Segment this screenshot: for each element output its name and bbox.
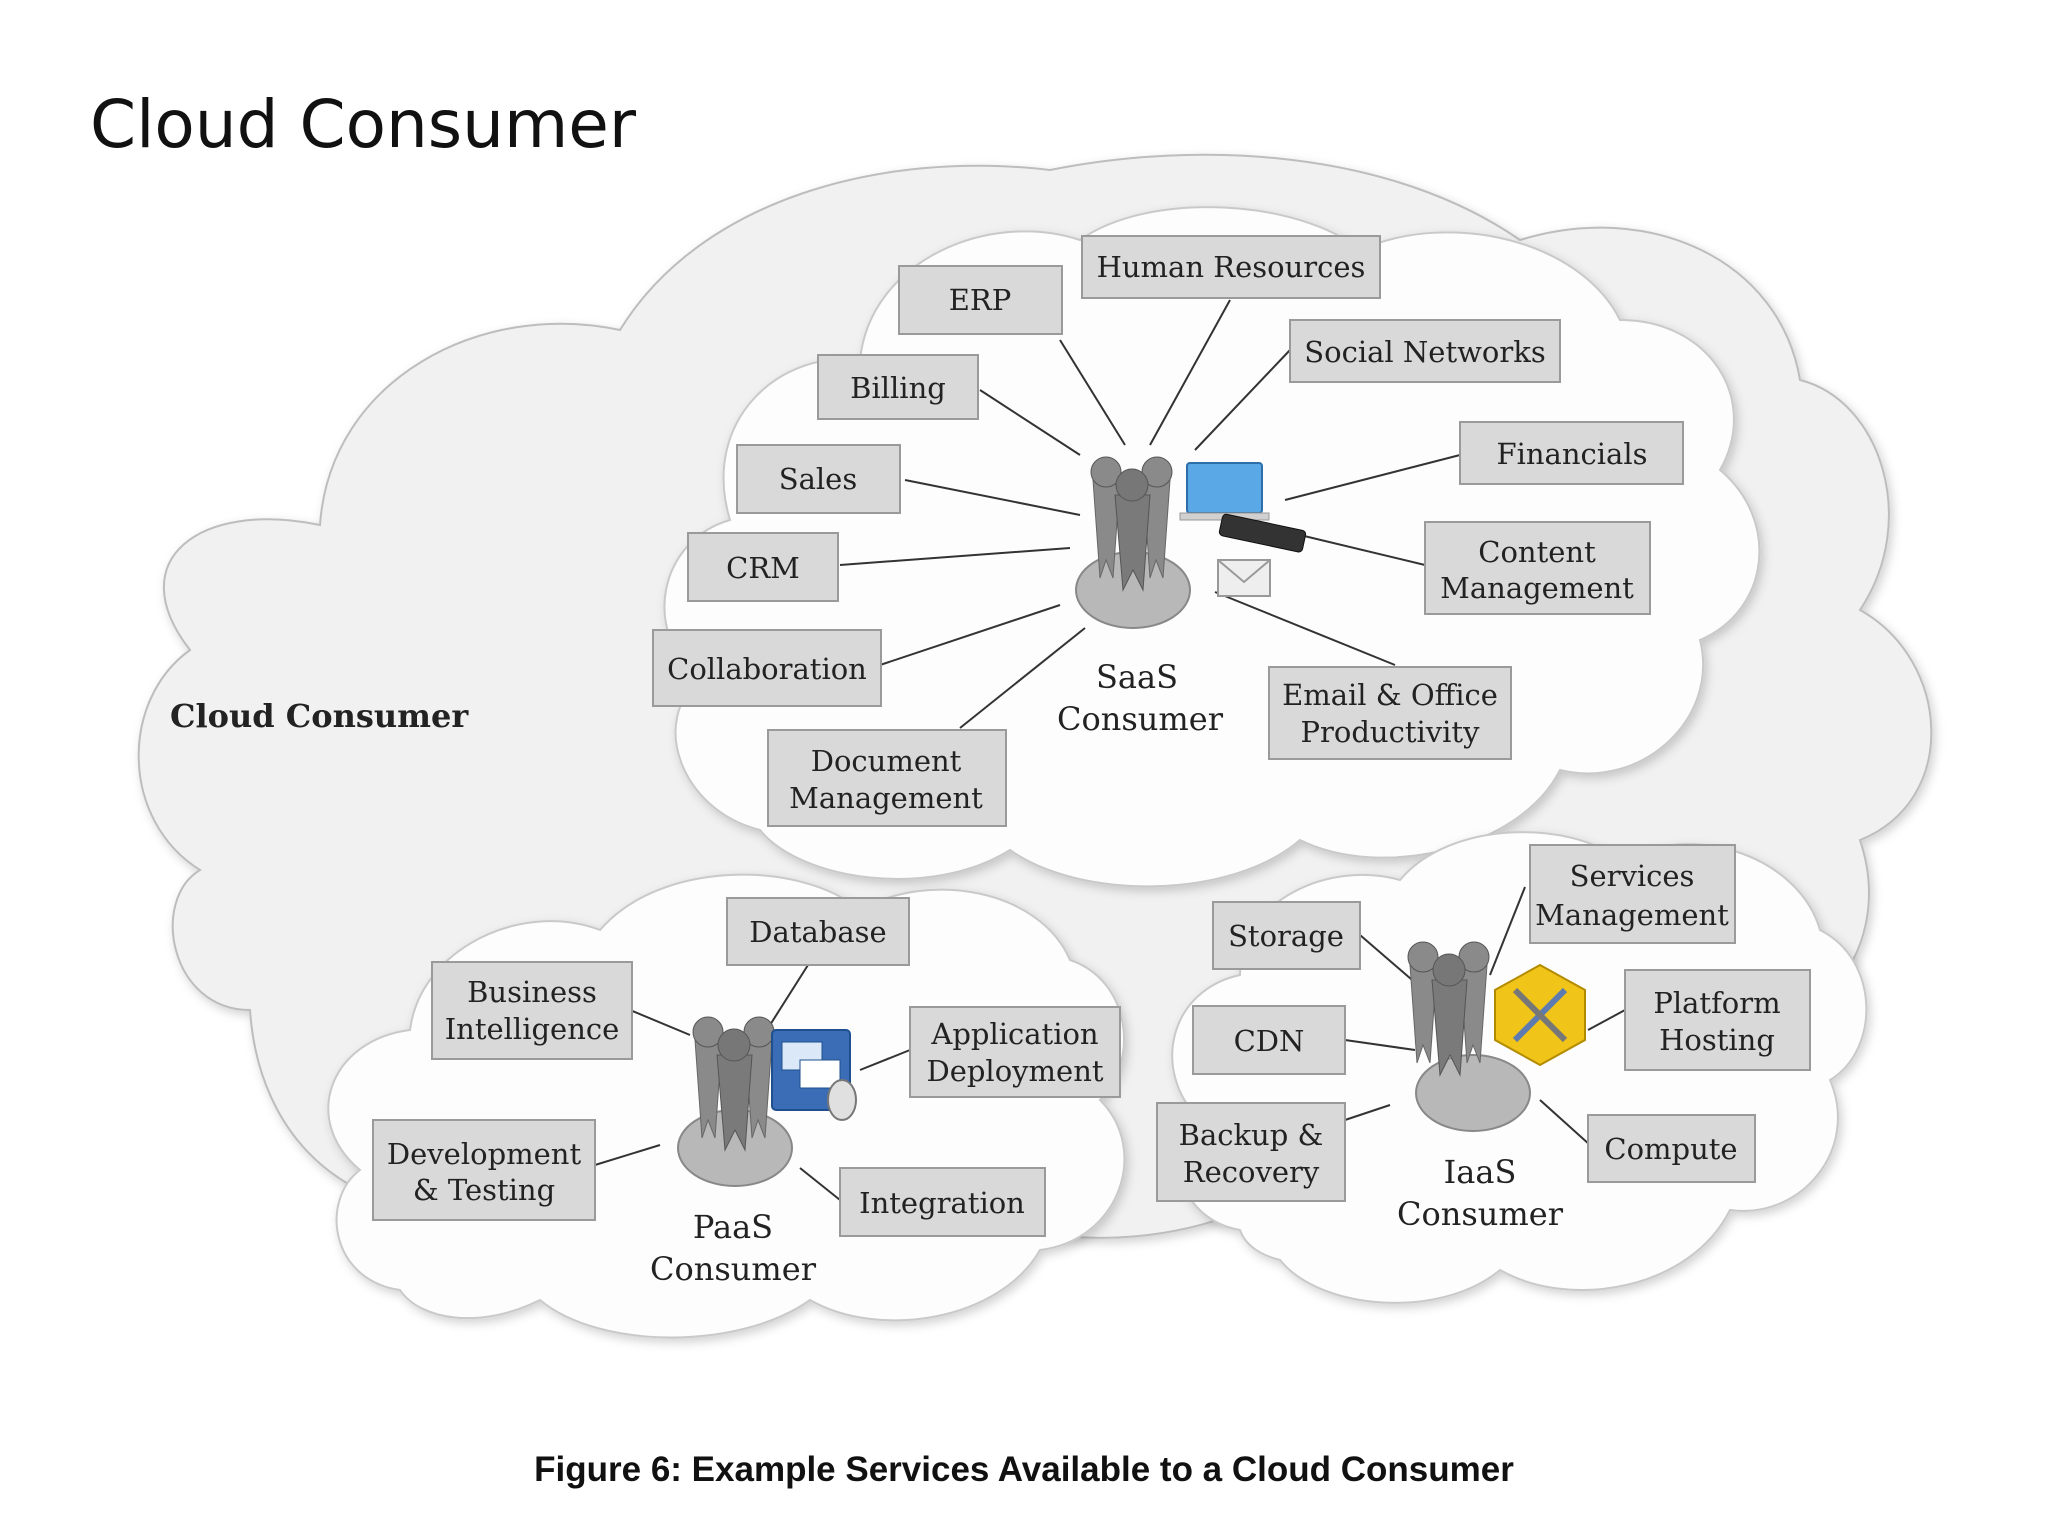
service-label: CDN [1234,1024,1305,1058]
service-label: Platform [1653,986,1780,1020]
service-label: Integration [859,1186,1025,1220]
service-label: Social Networks [1304,335,1545,369]
service-box-cdn: CDN [1192,1005,1346,1075]
iaas-consumer-label-line2: Consumer [1397,1195,1564,1233]
saas-consumer-label-line2: Consumer [1057,700,1224,738]
service-label: Business [467,975,597,1009]
service-label: Deployment [926,1054,1103,1088]
service-label: Backup & [1179,1118,1324,1152]
service-box-database: Database [726,897,910,966]
service-label: Management [1440,571,1634,605]
service-box-financials: Financials [1459,421,1684,485]
service-label: & Testing [413,1173,555,1207]
service-label: Services [1570,859,1695,893]
paas-consumer-label-line2: Consumer [650,1250,817,1288]
service-box-sales: Sales [736,444,901,514]
service-label: Recovery [1183,1155,1320,1189]
service-label: Hosting [1659,1023,1775,1057]
paas-links [594,964,911,1201]
service-box-integration: Integration [839,1167,1046,1237]
service-box-document-management: Document Management [767,729,1007,827]
outer-cloud-label: Cloud Consumer [170,697,469,735]
service-label: Intelligence [445,1012,620,1046]
laptop-icon [1179,462,1270,521]
slide-title: Cloud Consumer [90,86,637,163]
service-label: Management [1535,898,1729,932]
service-label: Content [1478,535,1596,569]
service-box-development-testing: Development & Testing [372,1119,596,1221]
service-label: ERP [949,283,1012,317]
service-box-content-management: Content Management [1424,521,1651,615]
service-label: Financials [1496,437,1647,471]
service-box-human-resources: Human Resources [1081,235,1381,299]
iaas-consumer-group-icon [1407,941,1531,1132]
service-label: Email & Office [1282,678,1498,712]
figure-caption: Figure 6: Example Services Available to … [534,1450,1514,1489]
service-label: Sales [779,462,857,496]
service-box-billing: Billing [817,354,979,420]
service-box-collaboration: Collaboration [652,629,882,707]
iaas-consumer-label-line1: IaaS [1444,1153,1517,1191]
service-box-backup-recovery: Backup & Recovery [1156,1102,1346,1202]
iaas-links [1344,886,1626,1146]
service-label: Storage [1228,919,1344,953]
service-box-business-intelligence: Business Intelligence [431,961,633,1060]
service-label: Development [387,1137,582,1171]
service-label: Database [749,915,886,949]
application-window-icon [771,1029,857,1121]
service-label: Billing [850,371,946,405]
service-label: CRM [726,551,800,585]
service-box-social-networks: Social Networks [1289,319,1561,383]
paas-consumer-label-line1: PaaS [693,1208,773,1246]
saas-links [839,299,1461,729]
service-label: Management [789,781,983,815]
service-label: Compute [1604,1132,1737,1166]
service-label: Document [811,744,962,778]
service-box-email-office-productivity: Email & Office Productivity [1268,666,1512,760]
service-box-erp: ERP [898,265,1063,335]
saas-consumer-label-line1: SaaS [1096,658,1178,696]
paas-consumer-group-icon [677,1016,793,1187]
service-box-platform-hosting: Platform Hosting [1624,969,1811,1071]
service-box-application-deployment: Application Deployment [909,1006,1121,1098]
envelope-icon [1217,559,1271,597]
service-label: Productivity [1301,715,1481,749]
service-box-storage: Storage [1212,901,1361,970]
service-label: Collaboration [667,652,867,686]
tools-cube-icon [1494,963,1586,1067]
saas-consumer-group-icon [1075,456,1191,629]
service-box-crm: CRM [687,532,839,602]
service-box-services-management: Services Management [1529,844,1736,944]
service-label: Human Resources [1097,250,1366,284]
service-label: Application [930,1017,1098,1051]
service-box-compute: Compute [1587,1114,1756,1183]
phone-icon [1218,513,1307,553]
